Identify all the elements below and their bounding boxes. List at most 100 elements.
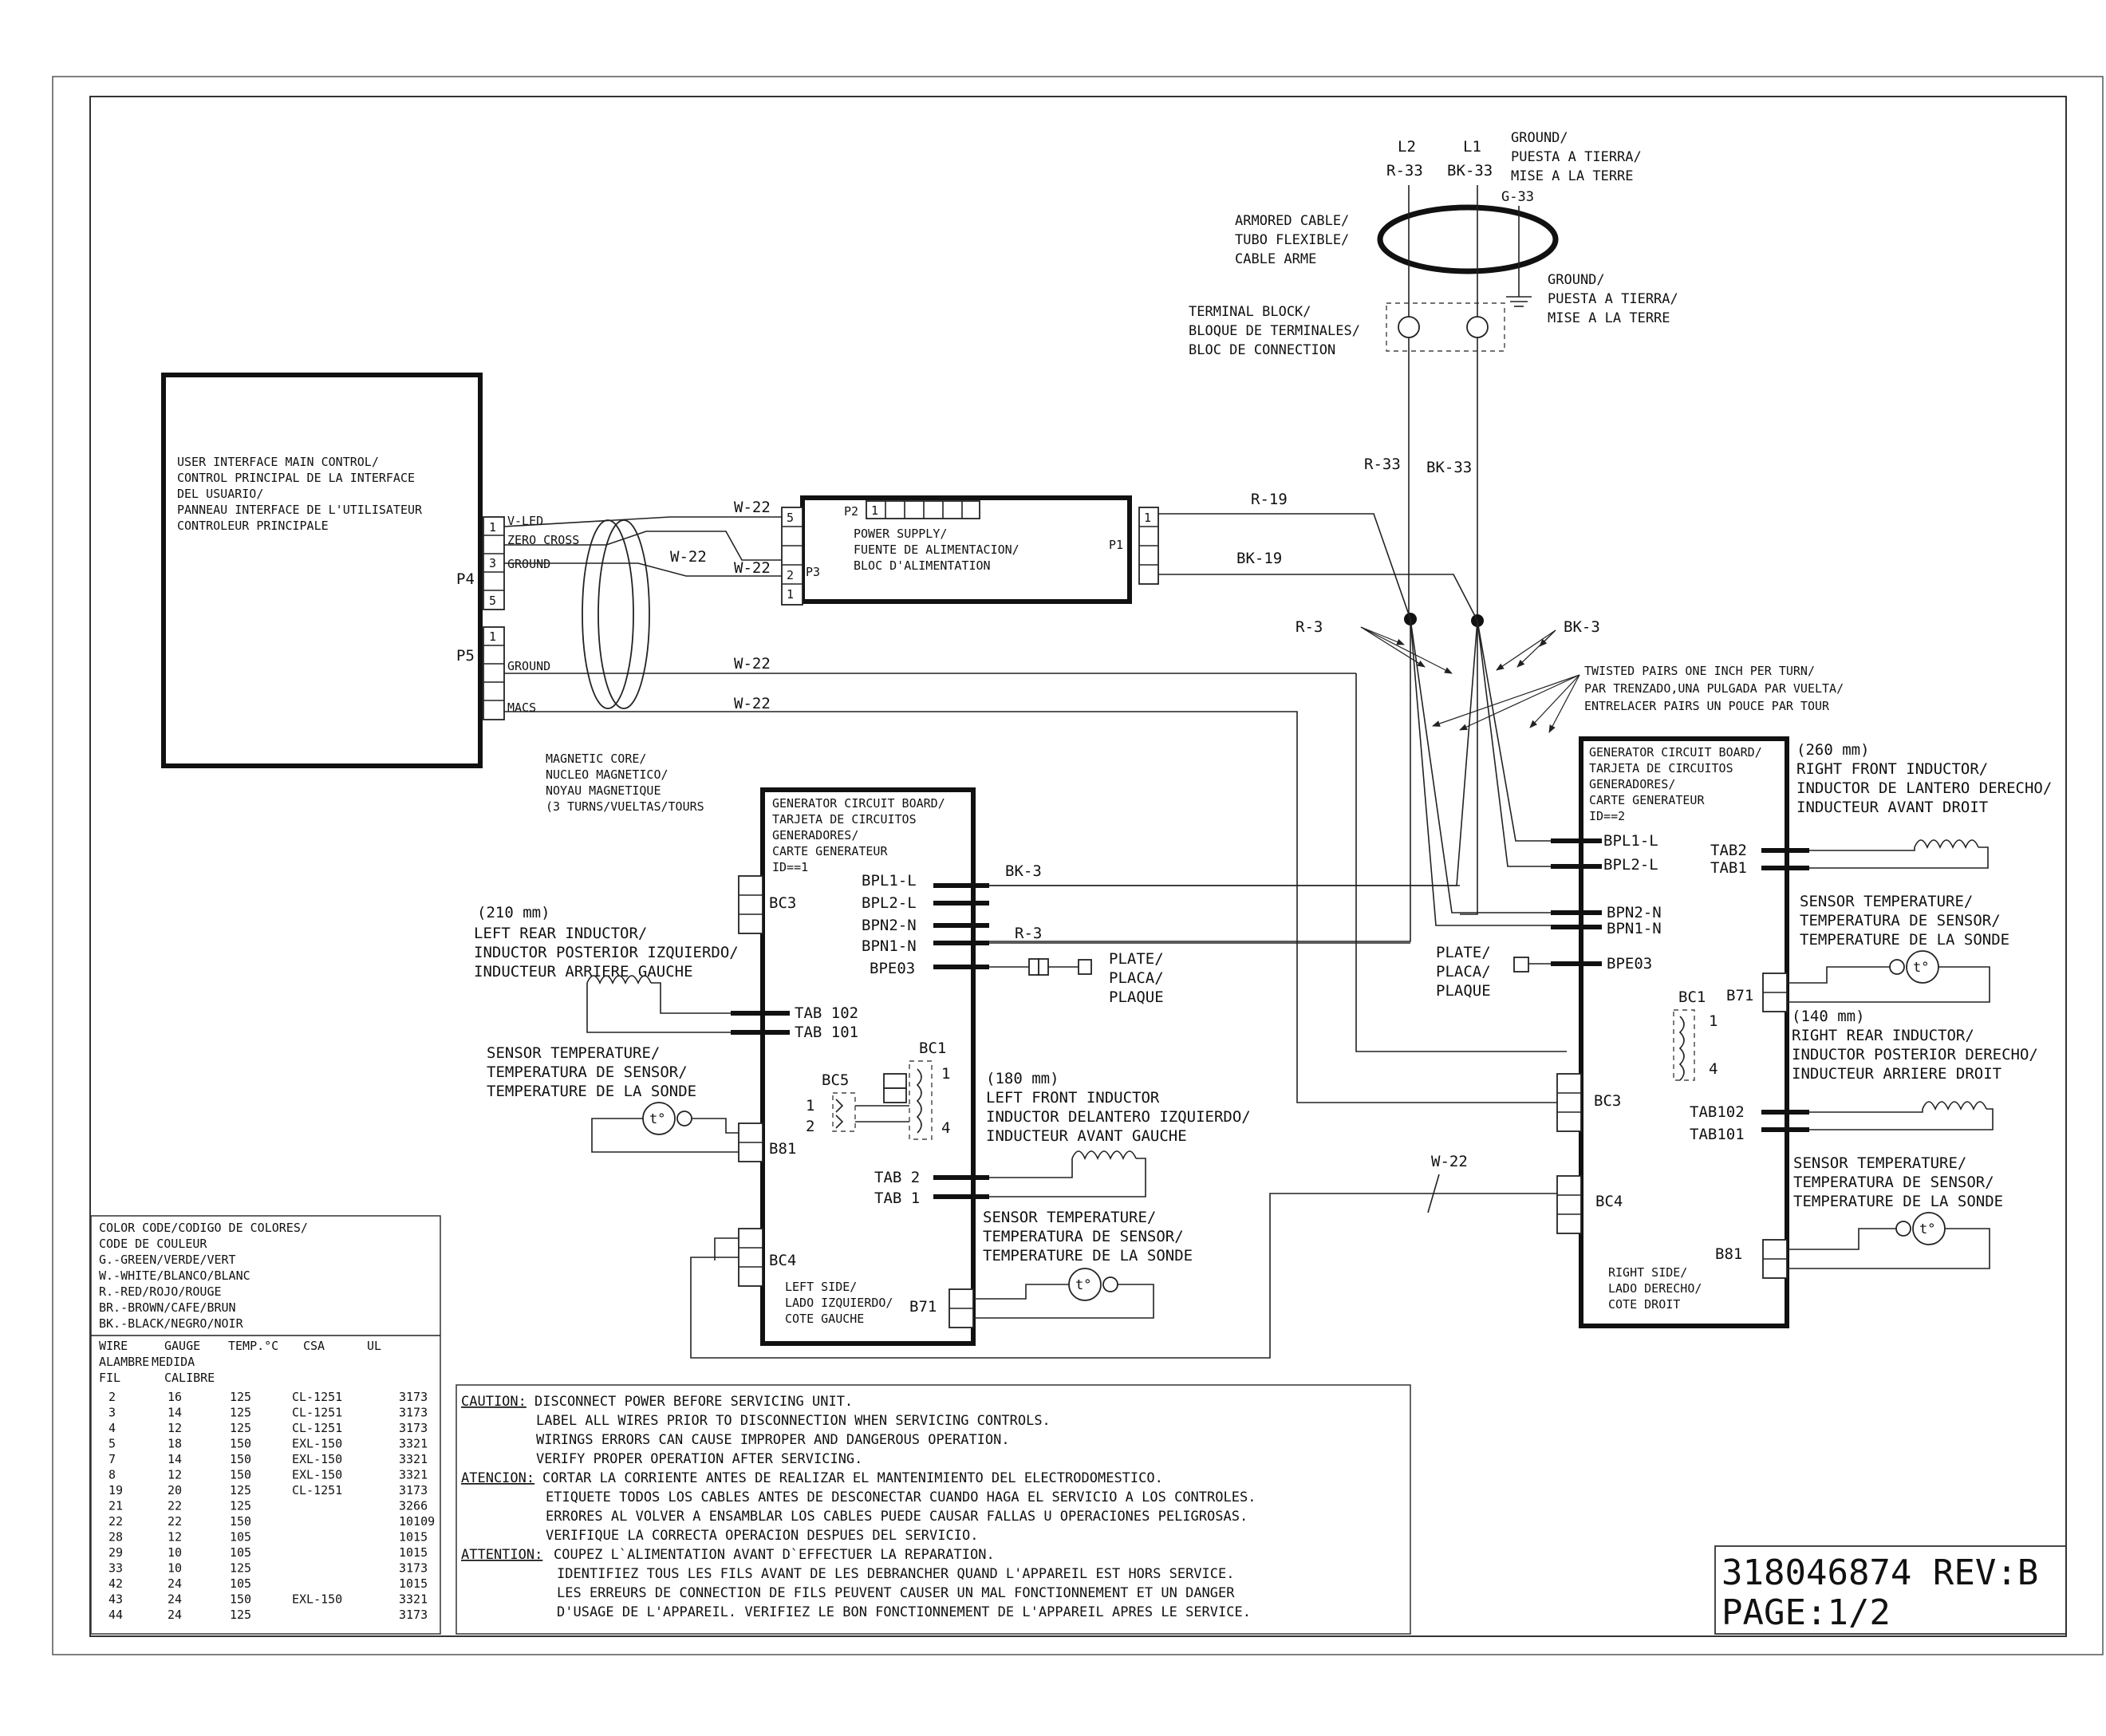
- ps-w22-b: W-22: [670, 548, 707, 566]
- lb-bpn1: BPN1-N: [862, 937, 917, 955]
- rb-b81: B81: [1715, 1245, 1742, 1263]
- rb-bc1-pin4: 4: [1709, 1060, 1718, 1078]
- lb-side-line2: LADO IZQUIERDO/: [785, 1296, 893, 1310]
- rb-side-line3: COTE DROIT: [1608, 1297, 1680, 1312]
- rb-bpl1: BPL1-L: [1603, 832, 1658, 850]
- wt-head-gauge-3: CALIBRE: [164, 1371, 215, 1385]
- rb-front-ind-line3: INDUCTOR DE LANTERO DERECHO/: [1796, 779, 2052, 797]
- atencion-line-2: ERRORES AL VOLVER A ENSAMBLAR LOS CABLES…: [546, 1509, 1248, 1525]
- p3-pin1: 1: [787, 587, 794, 602]
- ui-title-line4: PANNEAU INTERFACE DE L'UTILISATEUR: [177, 503, 423, 517]
- rb-sensor1-symbol: t°: [1913, 960, 1929, 976]
- rb-title-line3: GENERADORES/: [1589, 777, 1675, 791]
- wire-table-cell: 33: [108, 1561, 123, 1576]
- lb-tab102: TAB 102: [795, 1004, 858, 1022]
- page-number: PAGE:1/2: [1721, 1592, 1891, 1633]
- wire-table-cell: 4: [108, 1421, 116, 1435]
- lb-side-line3: COTE GAUCHE: [785, 1312, 864, 1326]
- rb-sensor2-line3: TEMPERATURE DE LA SONDE: [1793, 1193, 2003, 1210]
- ground-top-line1: GROUND/: [1511, 130, 1568, 146]
- ground-top-line3: MISE A LA TERRE: [1511, 168, 1634, 184]
- wire-table-cell: 3321: [399, 1437, 428, 1451]
- caution-label: CAUTION:: [461, 1394, 526, 1410]
- bk3-label: BK-3: [1564, 618, 1600, 636]
- w22-macs-label: W-22: [734, 695, 771, 712]
- wire-table-cell: 16: [168, 1390, 182, 1404]
- l1-wire-label: BK-33: [1447, 162, 1493, 180]
- terminal-block-box: [1386, 302, 1505, 352]
- attention-line-2: LES ERREURS DE CONNECTION DE FILS PEUVEN…: [557, 1585, 1235, 1601]
- wire-table-cell: 10: [168, 1545, 182, 1560]
- rb-title-line5: ID==2: [1589, 809, 1625, 823]
- wire-table-cell: 150: [230, 1468, 251, 1482]
- power-supply: POWER SUPPLY/ FUENTE DE ALIMENTACION/ BL…: [670, 495, 1159, 606]
- lb-rear-ind-line4: INDUCTEUR ARRIERE GAUCHE: [474, 963, 693, 980]
- wire-table-cell: 1015: [399, 1576, 428, 1591]
- lb-bc5: BC5: [822, 1071, 849, 1089]
- ui-title-line5: CONTROLEUR PRINCIPALE: [177, 519, 329, 533]
- l2-wire-label: R-33: [1386, 162, 1423, 180]
- cc-title-line1: COLOR CODE/CODIGO DE COLORES/: [99, 1221, 308, 1235]
- lb-sensor1-line1: SENSOR TEMPERATURE/: [487, 1044, 660, 1062]
- wire-table-cell: 19: [108, 1483, 123, 1497]
- rb-bc1-pin1: 1: [1709, 1012, 1718, 1030]
- cc-entry-3: BR.-BROWN/CAFE/BRUN: [99, 1300, 236, 1315]
- magnetic-core-line3: NOYAU MAGNETIQUE: [546, 783, 661, 798]
- wt-head-wire-1: WIRE: [99, 1339, 128, 1353]
- wire-table-cell: 3173: [399, 1406, 428, 1420]
- ui-title-line2: CONTROL PRINCIPAL DE LA INTERFACE: [177, 471, 415, 485]
- twisted-line3: ENTRELACER PAIRS UN POUCE PAR TOUR: [1584, 699, 1830, 713]
- rb-tab102: TAB102: [1690, 1103, 1745, 1121]
- rb-plate-line1: PLATE/: [1436, 944, 1491, 961]
- lb-tab2: TAB 2: [874, 1169, 920, 1186]
- caution-block: CAUTION: DISCONNECT POWER BEFORE SERVICI…: [456, 1384, 1411, 1635]
- lb-title-line2: TARJETA DE CIRCUITOS: [772, 812, 917, 827]
- wire-table-cell: 24: [168, 1608, 182, 1622]
- lb-bc4: BC4: [769, 1252, 796, 1269]
- ps-w22-c: W-22: [734, 559, 771, 577]
- r19-label: R-19: [1251, 491, 1288, 508]
- rb-b71: B71: [1726, 987, 1753, 1004]
- ps-w22-a: W-22: [734, 499, 771, 516]
- wire-table-cell: 125: [230, 1406, 251, 1420]
- lb-tab1: TAB 1: [874, 1190, 920, 1207]
- lb-plate-line1: PLATE/: [1109, 950, 1164, 968]
- rb-side-line2: LADO DERECHO/: [1608, 1281, 1702, 1296]
- rb-tab2: TAB2: [1710, 842, 1747, 859]
- rb-front-ind-line1: (260 mm): [1796, 741, 1870, 759]
- wire-table-cell: 105: [230, 1530, 251, 1545]
- p2-pin1: 1: [871, 503, 878, 518]
- cc-title-line2: CODE DE COULEUR: [99, 1237, 207, 1251]
- zero-cross-label: ZERO CROSS: [507, 533, 579, 547]
- cc-entry-4: BK.-BLACK/NEGRO/NOIR: [99, 1316, 244, 1331]
- lb-sensor2-line3: TEMPERATURE DE LA SONDE: [983, 1247, 1193, 1265]
- rb-bpn1: BPN1-N: [1607, 920, 1662, 937]
- rb-title-line2: TARJETA DE CIRCUITOS: [1589, 761, 1733, 775]
- bk19-label: BK-19: [1236, 550, 1282, 567]
- terminal-block-line2: BLOQUE DE TERMINALES/: [1189, 323, 1360, 339]
- ground-right-line1: GROUND/: [1548, 272, 1605, 288]
- wire-table-cell: 1015: [399, 1530, 428, 1545]
- lb-bk3-label: BK-3: [1005, 862, 1042, 880]
- lb-bpl1: BPL1-L: [862, 872, 917, 890]
- rb-tab101: TAB101: [1690, 1126, 1745, 1143]
- w22-lower-label: W-22: [1431, 1153, 1468, 1170]
- p4-pin5: 5: [489, 594, 496, 608]
- rb-side-line1: RIGHT SIDE/: [1608, 1265, 1687, 1280]
- wire-table-cell: 125: [230, 1421, 251, 1435]
- wire-table-cell: 22: [168, 1514, 182, 1529]
- wire-table-cell: 150: [230, 1592, 251, 1607]
- wire-table-cell: 14: [168, 1452, 182, 1466]
- wire-table-cell: CL-1251: [292, 1421, 342, 1435]
- lb-b81: B81: [769, 1140, 796, 1158]
- lb-rear-ind-line2: LEFT REAR INDUCTOR/: [474, 925, 647, 942]
- rb-title-line4: CARTE GENERATEUR: [1589, 793, 1705, 807]
- attention-line-1: IDENTIFIEZ TOUS LES FILS AVANT DE LES DE…: [557, 1566, 1235, 1582]
- lb-tab101: TAB 101: [795, 1024, 858, 1041]
- wire-table-cell: 3173: [399, 1390, 428, 1404]
- caution-line-3: VERIFY PROPER OPERATION AFTER SERVICING.: [536, 1451, 862, 1467]
- ui-title-line1: USER INTERFACE MAIN CONTROL/: [177, 455, 379, 469]
- right-board-box: [1579, 736, 1789, 1328]
- lb-sensor2-line1: SENSOR TEMPERATURE/: [983, 1209, 1156, 1226]
